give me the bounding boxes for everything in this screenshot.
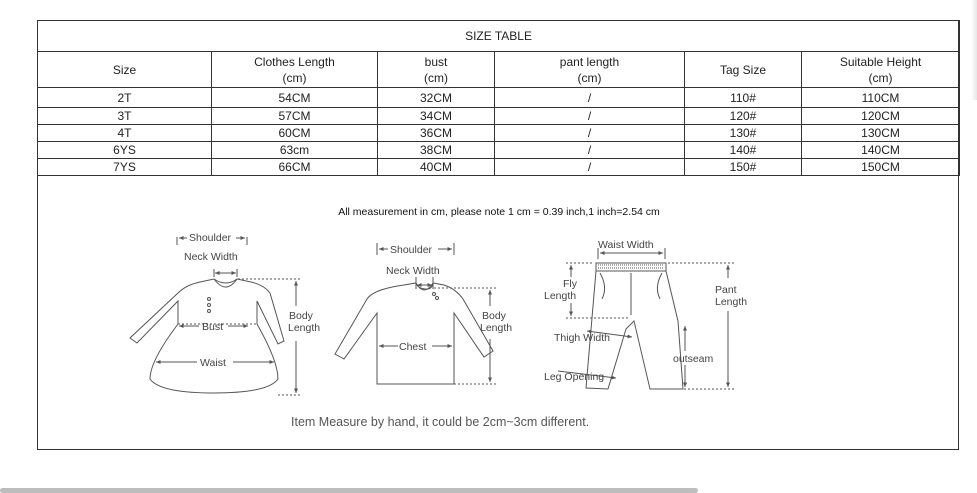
pants-waistband bbox=[595, 262, 667, 272]
dress-shoulder-label: Shoulder bbox=[189, 232, 232, 244]
size-table: SIZE TABLE Size Clothes Length(cm) bust(… bbox=[36, 20, 961, 176]
table-row: 3T 57CM 34CM / 120# 120CM bbox=[37, 107, 961, 125]
cell-tag-size: 150# bbox=[684, 158, 802, 176]
top-shoulder-label: Shoulder bbox=[390, 244, 433, 256]
button-icon bbox=[207, 297, 211, 301]
button-icon bbox=[207, 309, 211, 313]
pants-fly-length-label-1: Fly bbox=[563, 278, 578, 290]
pants-pocket-left bbox=[599, 272, 606, 300]
cell-pant-length: / bbox=[494, 158, 685, 176]
button-icon bbox=[207, 303, 211, 307]
dress-outline bbox=[129, 278, 285, 394]
measurement-note: All measurement in cm, please note 1 cm … bbox=[338, 206, 660, 218]
cell-suitable-height: 150CM bbox=[800, 158, 961, 176]
dress-waist-label: Waist bbox=[200, 357, 226, 369]
top-body-length-label-1: Body bbox=[482, 310, 507, 322]
top-outline bbox=[334, 282, 494, 385]
pants-diagram bbox=[557, 248, 734, 390]
table-header-row: Size Clothes Length(cm) bust(cm) pant le… bbox=[37, 51, 961, 88]
dress-neck-width-label: Neck Width bbox=[184, 251, 238, 263]
top-diagram bbox=[334, 243, 496, 385]
pants-outline bbox=[585, 270, 684, 390]
button-icon bbox=[435, 296, 439, 300]
pants-leg-opening-label: Leg Opening bbox=[544, 371, 604, 383]
pants-outseam-label: outseam bbox=[673, 353, 714, 365]
header-pant-length: pant length(cm) bbox=[494, 51, 685, 88]
button-icon bbox=[432, 292, 436, 296]
pants-fly-length-label-2: Length bbox=[544, 290, 576, 302]
horizontal-scrollbar[interactable] bbox=[0, 488, 698, 493]
top-neck-width-label: Neck Width bbox=[386, 265, 440, 277]
measure-disclaimer: Item Measure by hand, it could be 2cm~3c… bbox=[291, 415, 590, 429]
dress-diagram bbox=[129, 236, 300, 396]
size-chart-frame: SIZE TABLE Size Clothes Length(cm) bust(… bbox=[36, 20, 961, 450]
dress-body-length-label-1: Body bbox=[289, 310, 314, 322]
cell-bust: 40CM bbox=[377, 158, 495, 176]
pants-pant-length-label-1: Pant bbox=[715, 284, 737, 296]
dress-body-length-label-2: Length bbox=[288, 322, 320, 334]
table-row: 4T 60CM 36CM / 130# 130CM bbox=[37, 124, 961, 142]
dress-neckline bbox=[213, 278, 238, 288]
cell-clothes-length: 66CM bbox=[211, 158, 378, 176]
pants-waist-width-label: Waist Width bbox=[598, 239, 654, 251]
measurement-diagrams: Shoulder Neck Width Bust Waist Body Leng… bbox=[129, 232, 747, 396]
pants-thigh-width-label: Thigh Width bbox=[554, 332, 610, 344]
header-size: Size bbox=[37, 51, 212, 88]
top-body-length-label-2: Length bbox=[480, 322, 512, 334]
table-row: 2T 54CM 32CM / 110# 110CM bbox=[37, 87, 961, 108]
header-tag-size: Tag Size bbox=[684, 51, 802, 88]
header-bust: bust(cm) bbox=[377, 51, 495, 88]
pants-pocket-right bbox=[656, 272, 663, 300]
cell-bust: 34CM bbox=[377, 107, 495, 125]
top-chest-label: Chest bbox=[399, 341, 427, 353]
cell-clothes-length: 57CM bbox=[211, 107, 378, 125]
header-suitable-height: Suitable Height(cm) bbox=[800, 51, 961, 88]
pants-pant-length-label-2: Length bbox=[715, 296, 747, 308]
table-row: 7YS 66CM 40CM / 150# 150CM bbox=[37, 158, 961, 176]
edge-shadow bbox=[971, 0, 977, 100]
cell-size: 7YS bbox=[37, 158, 212, 176]
dress-bust-label: Bust bbox=[202, 321, 223, 333]
